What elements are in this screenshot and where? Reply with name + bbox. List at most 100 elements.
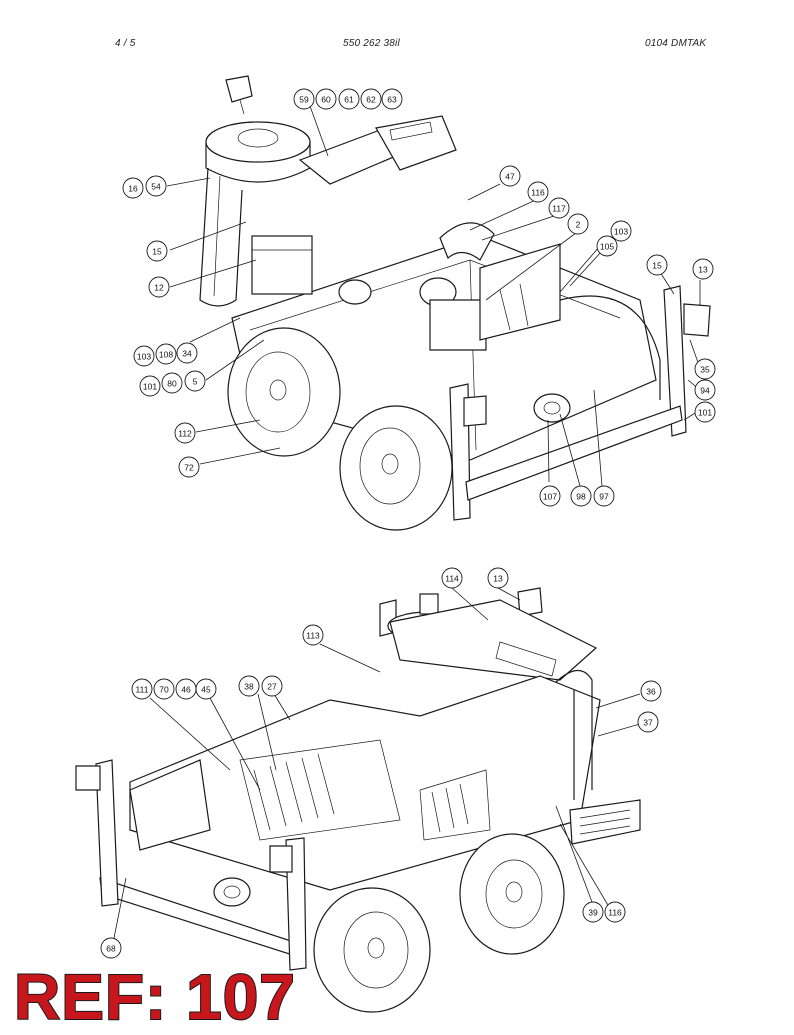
callout-label: 47	[505, 172, 515, 182]
callout-circle	[293, 88, 315, 110]
callout-circle	[195, 678, 217, 700]
callout-bottom-36: 36	[640, 680, 662, 702]
callout-label: 5	[193, 377, 198, 387]
work-lamp-top	[225, 75, 253, 103]
callout-circle	[548, 197, 570, 219]
callout-top-108: 108	[155, 343, 177, 365]
callout-top-59: 59	[293, 88, 315, 110]
wheel-left-rear	[227, 327, 341, 457]
callout-circle	[539, 485, 561, 507]
callout-top-103: 103	[133, 345, 155, 367]
callout-bottom-39: 39	[582, 901, 604, 923]
callout-bottom-37: 37	[637, 711, 659, 733]
reference-badge: REF: 107	[13, 961, 296, 1033]
callout-label: 105	[600, 242, 614, 252]
callout-top-2: 2	[567, 213, 589, 235]
callout-circle	[153, 678, 175, 700]
callout-circle	[381, 88, 403, 110]
callout-label: 103	[614, 227, 628, 237]
callout-circle	[570, 485, 592, 507]
callout-bottom-113: 113	[302, 624, 324, 646]
callout-circle	[338, 88, 360, 110]
document-code: 0104 DMTAK	[645, 38, 707, 49]
callout-label: 107	[543, 492, 557, 502]
callout-label: 80	[167, 379, 177, 389]
callout-label: 15	[152, 247, 162, 257]
callout-circle	[527, 181, 549, 203]
callout-circle	[302, 624, 324, 646]
hopper	[375, 115, 457, 171]
callout-circle	[315, 88, 337, 110]
callout-circle	[441, 567, 463, 589]
hydraulic-pump-bottom	[213, 877, 251, 907]
page-number: 4 / 5	[115, 38, 136, 49]
callout-label: 46	[181, 685, 191, 695]
callout-circle	[238, 675, 260, 697]
callout-top-116: 116	[527, 181, 549, 203]
callout-label: 35	[700, 365, 710, 375]
callout-circle	[593, 485, 615, 507]
callout-label: 72	[184, 463, 194, 473]
callout-label: 101	[698, 408, 712, 418]
callout-label: 36	[646, 687, 656, 697]
callout-circle	[100, 937, 122, 959]
callout-label: 60	[321, 95, 331, 105]
callout-label: 61	[344, 95, 354, 105]
wheel-front-bottom	[313, 887, 431, 1013]
callout-top-47: 47	[499, 165, 521, 187]
callout-top-13: 13	[692, 258, 714, 280]
callout-circle	[122, 177, 144, 199]
callout-circle	[161, 372, 183, 394]
callout-bottom-70: 70	[153, 678, 175, 700]
callout-label: 45	[201, 685, 211, 695]
wheel-left-front	[339, 405, 453, 531]
callout-label: 13	[698, 265, 708, 275]
callout-circle	[582, 901, 604, 923]
callout-top-15: 15	[646, 254, 668, 276]
callout-bottom-27: 27	[261, 675, 283, 697]
callout-top-61: 61	[338, 88, 360, 110]
callout-top-80: 80	[161, 372, 183, 394]
callout-bottom-116: 116	[604, 901, 626, 923]
callout-circle	[694, 401, 716, 423]
callout-circle	[155, 343, 177, 365]
main-hood	[129, 675, 601, 891]
callout-label: 54	[151, 182, 161, 192]
callout-circle	[499, 165, 521, 187]
callout-label: 37	[643, 718, 653, 728]
callout-label: 63	[387, 95, 397, 105]
callout-top-112: 112	[174, 422, 196, 444]
callout-bottom-46: 46	[175, 678, 197, 700]
callout-top-34: 34	[176, 342, 198, 364]
callout-label: 68	[106, 944, 116, 954]
callout-bottom-114: 114	[441, 567, 463, 589]
callout-label: 101	[143, 382, 157, 392]
callout-label: 94	[700, 386, 710, 396]
callout-circle	[604, 901, 626, 923]
callout-label: 113	[306, 631, 320, 641]
callout-top-103: 103	[610, 220, 632, 242]
callout-label: 39	[588, 908, 598, 918]
callout-top-101: 101	[139, 375, 161, 397]
callout-label: 116	[608, 908, 622, 918]
callout-bottom-45: 45	[195, 678, 217, 700]
callout-circle	[596, 235, 618, 257]
front-bumper	[465, 405, 683, 501]
callout-bottom-38: 38	[238, 675, 260, 697]
callout-label: 16	[128, 184, 138, 194]
callout-label: 117	[552, 204, 566, 214]
wheel-rear-bottom	[459, 833, 565, 955]
callout-label: 70	[159, 685, 169, 695]
document-number: 550 262 38il	[343, 38, 400, 49]
callout-label: 103	[137, 352, 151, 362]
work-lamp-rear	[517, 587, 543, 617]
callout-label: 114	[445, 574, 459, 584]
lamp-post-front	[95, 759, 119, 907]
callout-top-101: 101	[694, 401, 716, 423]
callout-top-12: 12	[148, 276, 170, 298]
callout-label: 98	[576, 492, 586, 502]
callout-circle	[178, 456, 200, 478]
